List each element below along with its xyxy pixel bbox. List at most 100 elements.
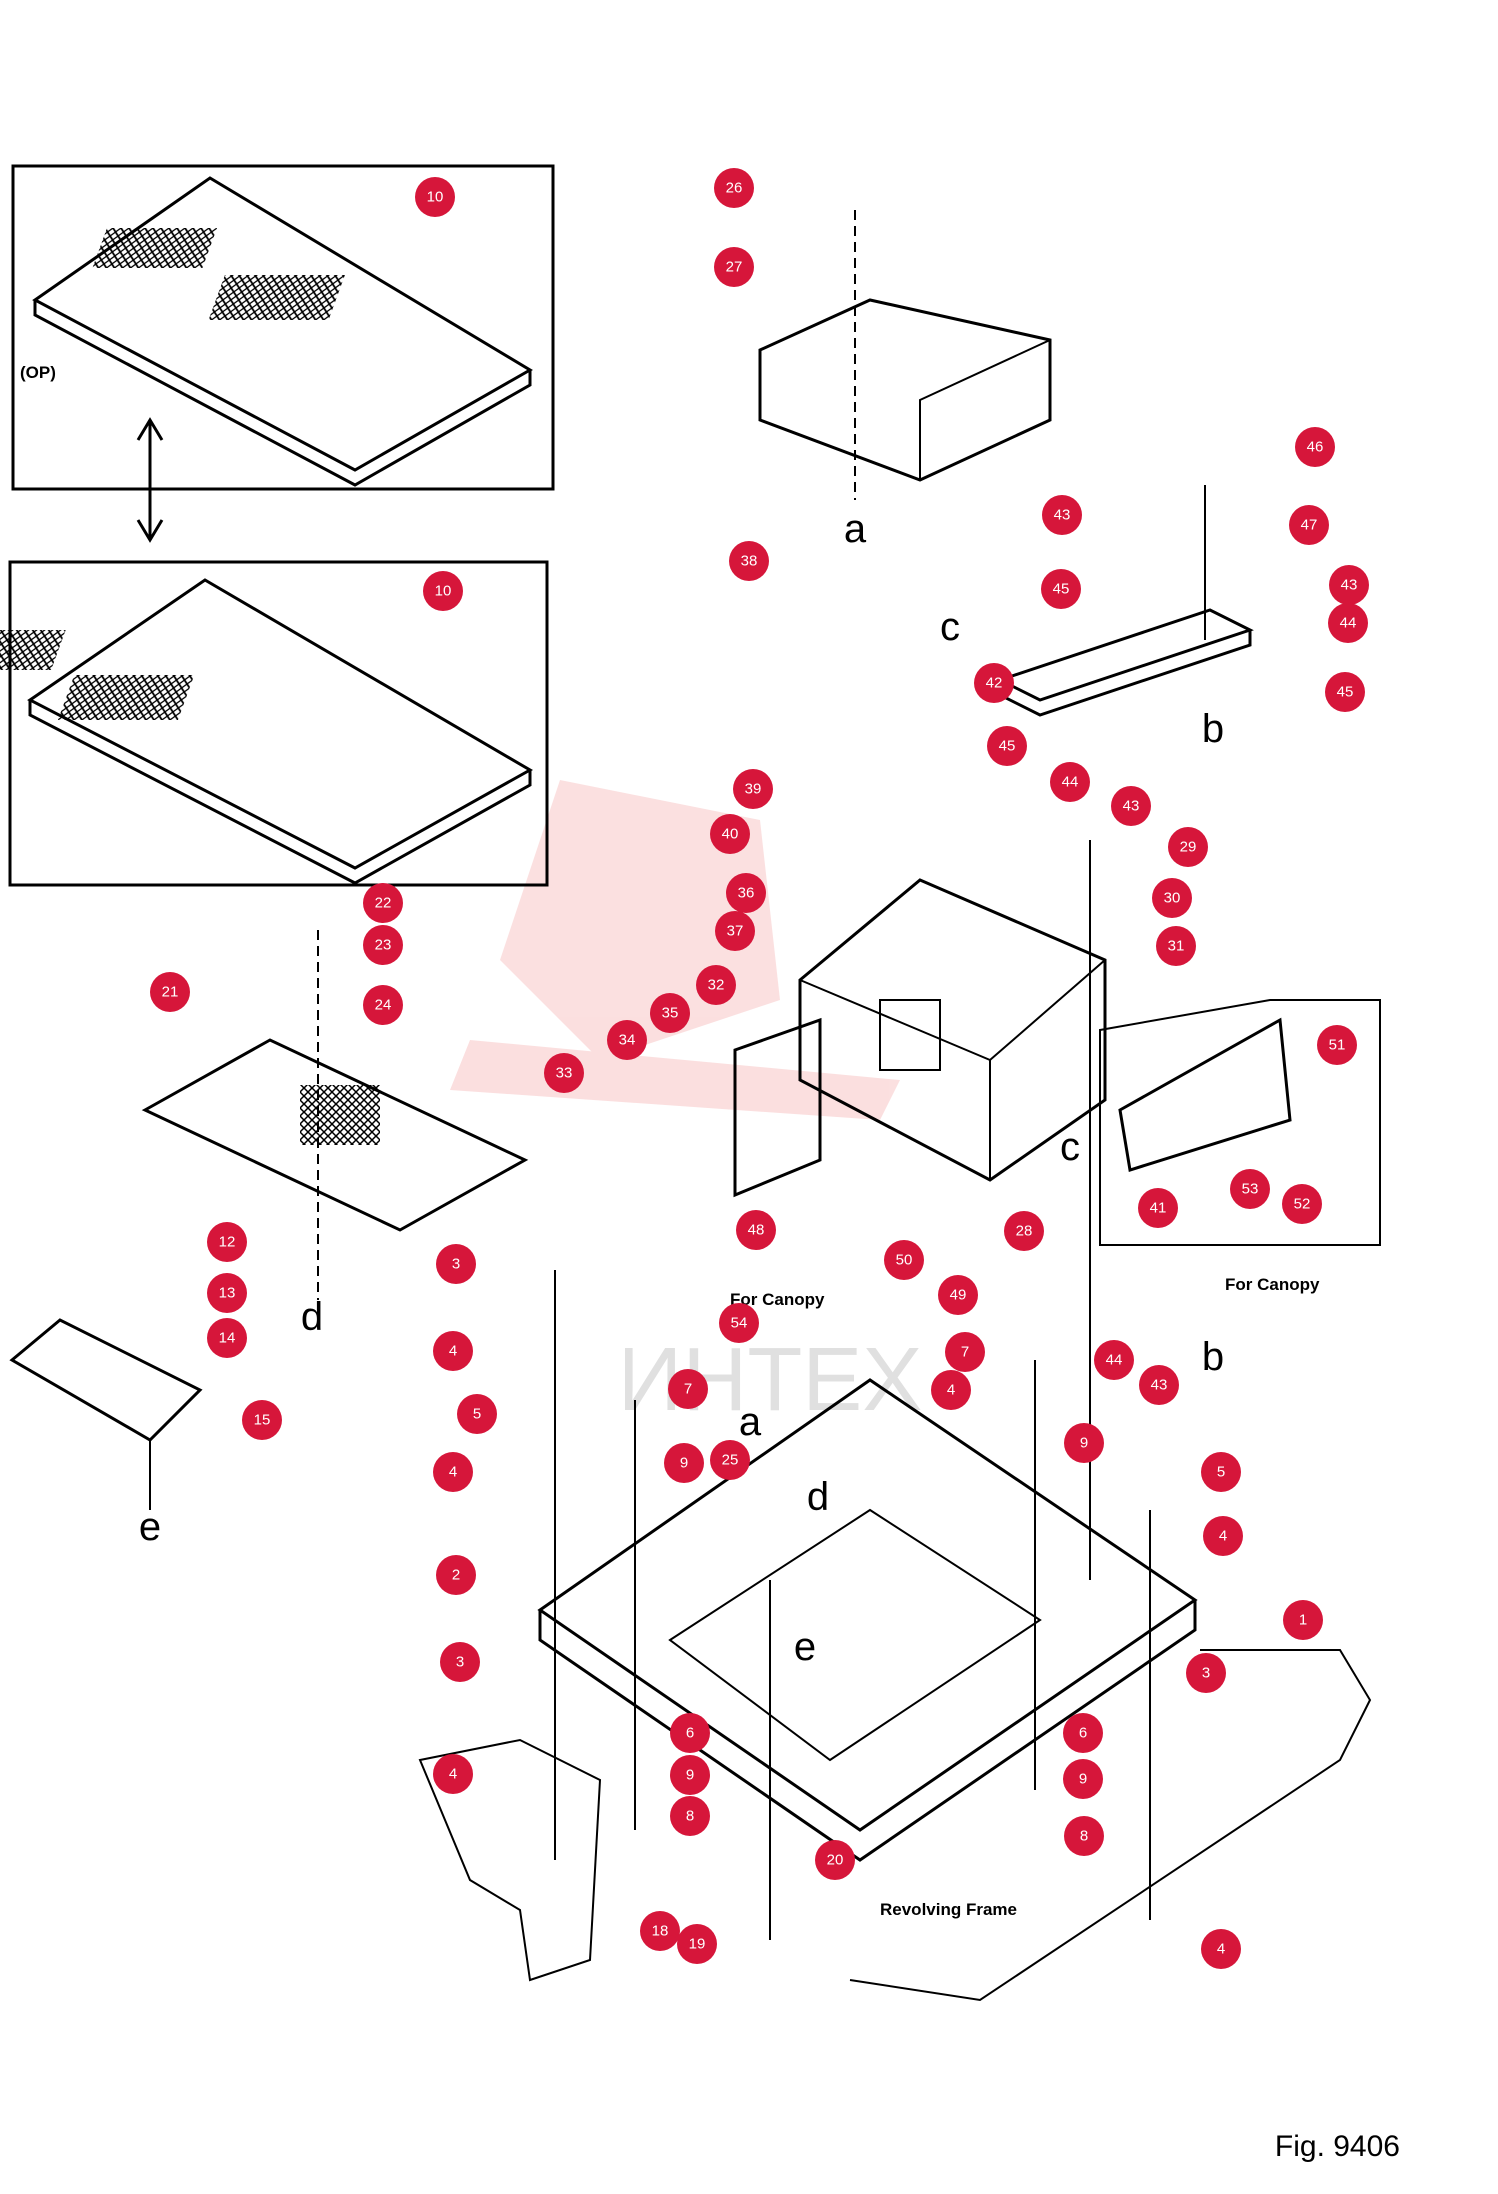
callout-27: 27 [714, 247, 754, 287]
callout-18: 18 [640, 1911, 680, 1951]
callout-marker [1111, 786, 1151, 826]
callout-9: 9 [1063, 1759, 1103, 1799]
callout-marker [436, 1244, 476, 1284]
callout-23: 23 [363, 925, 403, 965]
callout-marker [207, 1318, 247, 1358]
callout-number: 37 [727, 923, 744, 940]
callout-43: 43 [1139, 1365, 1179, 1405]
callout-53: 53 [1230, 1169, 1270, 1209]
callout-marker [363, 925, 403, 965]
callout-marker [415, 177, 455, 217]
callout-marker [987, 726, 1027, 766]
callout-number: 22 [375, 895, 392, 912]
callout-marker [363, 985, 403, 1025]
callout-number: 4 [1217, 1941, 1225, 1958]
svg-text:d: d [301, 1295, 323, 1339]
callout-number: 1 [1299, 1612, 1307, 1629]
callout-number: 49 [950, 1287, 967, 1304]
callout-marker [440, 1642, 480, 1682]
callout-48: 48 [736, 1210, 776, 1250]
callout-number: 27 [726, 259, 743, 276]
callout-7: 7 [668, 1369, 708, 1409]
callout-marker [1203, 1516, 1243, 1556]
callout-47: 47 [1289, 505, 1329, 545]
callout-8: 8 [670, 1796, 710, 1836]
callout-marker [1201, 1929, 1241, 1969]
callout-31: 31 [1156, 926, 1196, 966]
callout-8: 8 [1064, 1816, 1104, 1856]
callout-32: 32 [696, 965, 736, 1005]
revolving-frame [418, 1649, 1372, 2002]
callout-number: 7 [684, 1381, 692, 1398]
callout-marker [938, 1275, 978, 1315]
callout-10: 10 [423, 571, 463, 611]
callout-51: 51 [1317, 1025, 1357, 1065]
callout-number: 28 [1016, 1223, 1033, 1240]
callout-number: 5 [1217, 1464, 1225, 1481]
callout-marker [714, 247, 754, 287]
callout-13: 13 [207, 1273, 247, 1313]
callout-number: 15 [254, 1412, 271, 1429]
callout-number: 41 [1150, 1200, 1167, 1217]
callout-28: 28 [1004, 1211, 1044, 1251]
callout-marker [1282, 1184, 1322, 1224]
callout-3: 3 [1186, 1653, 1226, 1693]
control-column [798, 878, 1107, 1182]
svg-text:(OP): (OP) [20, 363, 56, 382]
callout-19: 19 [677, 1924, 717, 1964]
base-frame [537, 1378, 1198, 1862]
callout-52: 52 [1282, 1184, 1322, 1224]
svg-text:a: a [739, 1400, 762, 1444]
callout-21: 21 [150, 972, 190, 1012]
callout-5: 5 [457, 1394, 497, 1434]
caption-for-canopy-right: For Canopy [1225, 1275, 1320, 1294]
callout-number: 46 [1307, 439, 1324, 456]
callout-marker [433, 1452, 473, 1492]
callout-number: 7 [961, 1344, 969, 1361]
callout-number: 43 [1123, 798, 1140, 815]
callout-number: 5 [473, 1406, 481, 1423]
callout-number: 9 [686, 1767, 694, 1784]
callout-35: 35 [650, 993, 690, 1033]
callout-marker [1050, 762, 1090, 802]
callout-number: 43 [1341, 577, 1358, 594]
callout-number: 44 [1106, 1352, 1123, 1369]
callout-number: 48 [748, 1222, 765, 1239]
callout-marker [1283, 1600, 1323, 1640]
svg-text:e: e [139, 1505, 161, 1549]
callout-marker [1139, 1365, 1179, 1405]
callout-marker [1064, 1423, 1104, 1463]
callout-34: 34 [607, 1020, 647, 1060]
double-arrow [136, 417, 164, 543]
inset-top: (OP) [11, 164, 555, 491]
callout-number: 10 [427, 189, 444, 206]
callout-marker [1156, 926, 1196, 966]
callout-marker [729, 541, 769, 581]
callout-number: 12 [219, 1234, 236, 1251]
callout-number: 8 [686, 1808, 694, 1825]
callout-marker [207, 1273, 247, 1313]
callout-10: 10 [415, 177, 455, 217]
callout-marker [668, 1369, 708, 1409]
callout-29: 29 [1168, 827, 1208, 867]
callout-number: 36 [738, 885, 755, 902]
callout-44: 44 [1094, 1340, 1134, 1380]
callout-9: 9 [664, 1443, 704, 1483]
callout-marker [696, 965, 736, 1005]
callout-marker [1317, 1025, 1357, 1065]
callout-marker [1138, 1188, 1178, 1228]
callout-marker [710, 1440, 750, 1480]
callout-number: 26 [726, 180, 743, 197]
callout-4: 4 [1201, 1929, 1241, 1969]
callout-number: 45 [1053, 581, 1070, 598]
side-plate [733, 1017, 822, 1198]
callout-number: 8 [1080, 1828, 1088, 1845]
callout-4: 4 [433, 1754, 473, 1794]
callout-number: 50 [896, 1252, 913, 1269]
callout-marker [670, 1796, 710, 1836]
callout-marker [640, 1911, 680, 1951]
callout-number: 9 [680, 1455, 688, 1472]
callout-number: 53 [1242, 1181, 1259, 1198]
callout-marker [1328, 603, 1368, 643]
